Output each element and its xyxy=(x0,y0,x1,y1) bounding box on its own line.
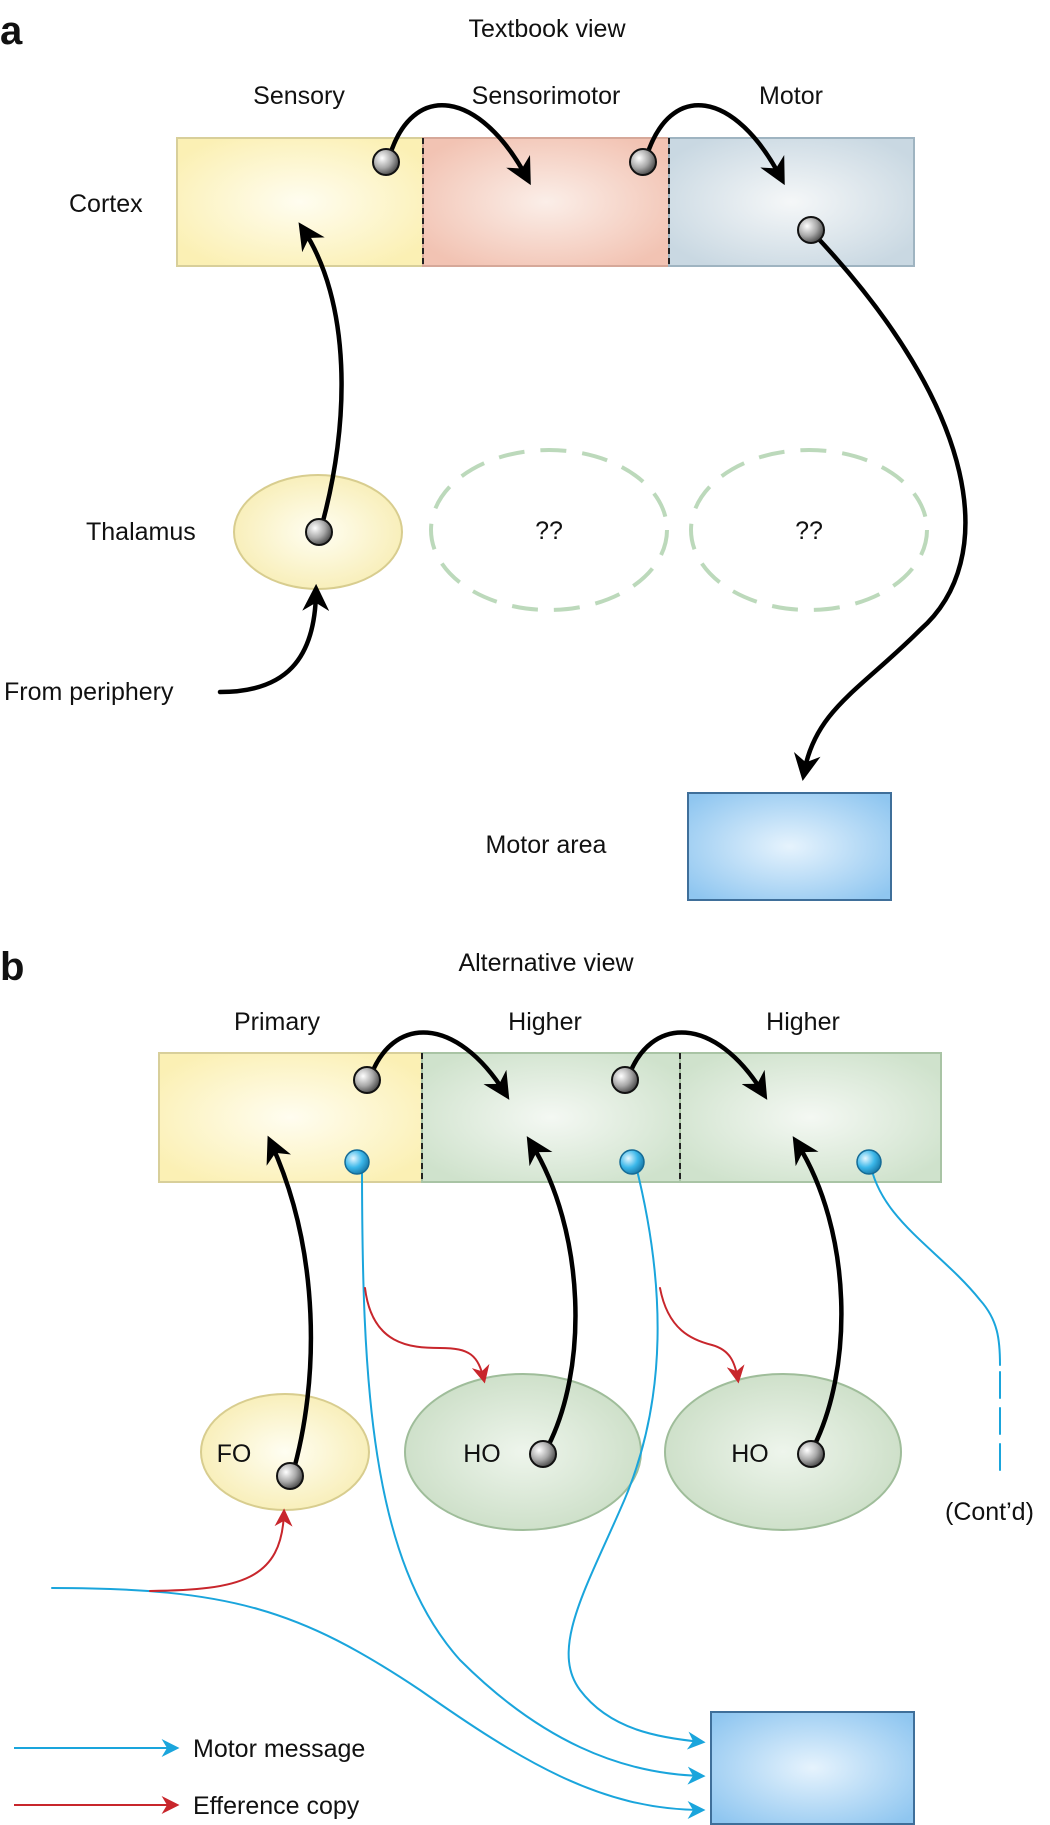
higher-to-higher-arrow xyxy=(625,1030,768,1100)
periphery-to-thalamus-arrow xyxy=(217,583,330,695)
neuron-node xyxy=(611,1066,639,1094)
column-label-motor: Motor xyxy=(759,82,823,110)
neuron-node xyxy=(372,148,400,176)
cortex-label: Cortex xyxy=(69,190,143,218)
continued-label: (Cont’d) xyxy=(945,1498,1034,1526)
cortex-motor-area xyxy=(668,137,915,267)
sensorimotor-to-motor-arrow xyxy=(643,103,785,186)
ho-label: HO xyxy=(731,1440,769,1468)
cortex-sensorimotor-area xyxy=(422,137,670,267)
legend-efference-copy-label: Efference copy xyxy=(193,1792,360,1820)
motor-message-line xyxy=(567,1161,706,1750)
efference-copy-line xyxy=(364,1287,490,1384)
panel-a-title: Textbook view xyxy=(468,15,626,43)
neuron-node xyxy=(797,1440,825,1468)
neuron-node xyxy=(629,148,657,176)
neuron-node xyxy=(797,216,825,244)
ho-to-higher-arrow xyxy=(792,1136,844,1455)
panel-b-letter: b xyxy=(0,945,24,989)
column-label-higher: Higher xyxy=(766,1008,840,1036)
sensory-to-sensorimotor-arrow xyxy=(386,103,531,186)
motor-area-label: Motor area xyxy=(486,831,607,859)
motor-area-box xyxy=(710,1711,915,1825)
neuron-node xyxy=(276,1462,304,1490)
motor-to-motor-area-arrow xyxy=(793,231,968,781)
motor-output-node xyxy=(619,1149,645,1175)
primary-to-higher-arrow xyxy=(367,1030,510,1100)
panel-b-title: Alternative view xyxy=(458,949,634,977)
cortex-primary-area xyxy=(158,1052,423,1183)
panel-a-letter: a xyxy=(0,9,23,53)
unknown-nucleus-label: ?? xyxy=(795,517,823,545)
motor-message-line xyxy=(51,1587,706,1819)
neuron-node xyxy=(305,518,333,546)
fo-label: FO xyxy=(217,1440,252,1468)
unknown-nucleus xyxy=(429,448,669,612)
motor-output-node xyxy=(344,1149,370,1175)
column-label-sensorimotor: Sensorimotor xyxy=(472,82,621,110)
ho-to-higher-arrow xyxy=(526,1136,578,1455)
thalamus-label: Thalamus xyxy=(86,518,196,546)
efference-copy-line xyxy=(149,1508,293,1592)
unknown-nucleus xyxy=(689,448,929,612)
motor-message-line xyxy=(361,1161,706,1785)
column-label-higher: Higher xyxy=(508,1008,582,1036)
thalamus-to-sensory-arrow xyxy=(298,222,344,535)
motor-output-node xyxy=(856,1149,882,1175)
efference-copy-line xyxy=(659,1287,745,1384)
ho-label: HO xyxy=(463,1440,501,1468)
unknown-nucleus-label: ?? xyxy=(535,517,563,545)
motor-message-line xyxy=(869,1161,1001,1366)
higher-order-nucleus xyxy=(404,1373,642,1531)
periphery-label: From periphery xyxy=(4,678,174,706)
column-label-sensory: Sensory xyxy=(253,82,345,110)
legend-motor-message-label: Motor message xyxy=(193,1735,365,1763)
neuron-node xyxy=(353,1066,381,1094)
higher-order-nucleus xyxy=(664,1373,902,1531)
fo-to-primary-arrow xyxy=(266,1135,314,1479)
neuron-node xyxy=(529,1440,557,1468)
column-label-primary: Primary xyxy=(234,1008,321,1036)
motor-area-box xyxy=(687,792,892,901)
